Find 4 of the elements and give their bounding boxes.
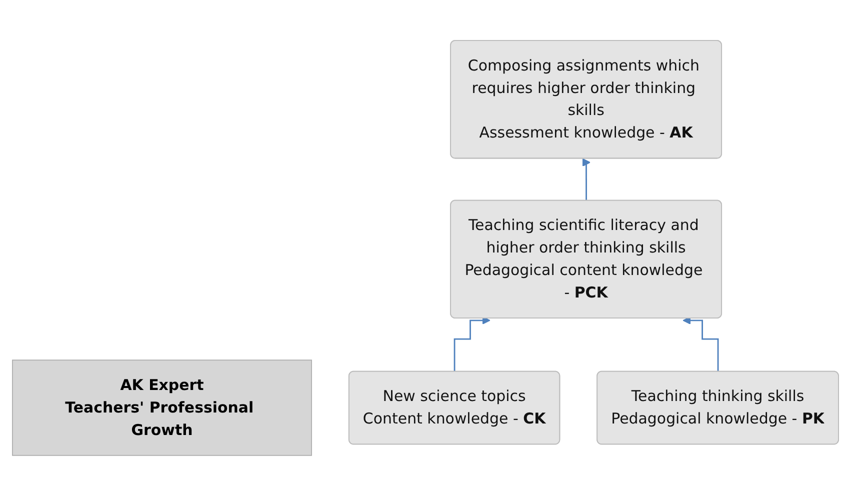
arrow (454, 316, 490, 373)
node-box (12, 360, 312, 456)
arrow (582, 158, 591, 202)
arrow (682, 316, 719, 373)
